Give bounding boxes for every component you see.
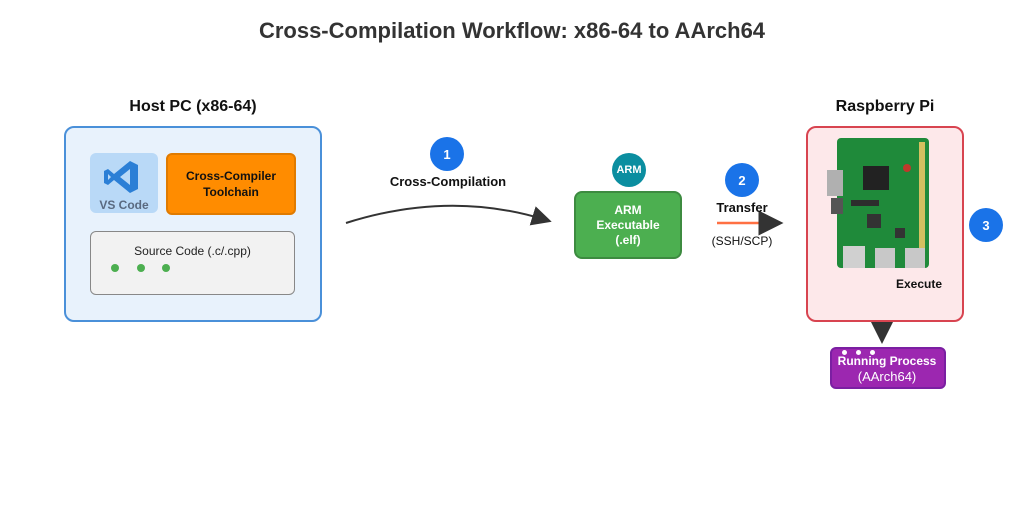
step-2-sublabel: (SSH/SCP)	[711, 234, 773, 248]
vscode-icon	[104, 161, 138, 193]
process-dot-3	[870, 350, 875, 355]
step-1-label: Cross-Compilation	[389, 174, 507, 189]
source-dot-2	[137, 264, 145, 272]
process-dot-1	[842, 350, 847, 355]
compiler-line1: Cross-Compiler	[185, 169, 277, 183]
running-process-subtitle: (AArch64)	[857, 369, 917, 384]
vscode-label: VS Code	[99, 198, 149, 212]
compiler-line2: Toolchain	[203, 185, 259, 199]
process-dot-2	[856, 350, 861, 355]
arm-line3: (.elf)	[615, 232, 641, 247]
pi-heading: Raspberry Pi	[835, 98, 935, 115]
arm-line2: Executable	[596, 217, 660, 232]
step-2-label: Transfer	[716, 200, 768, 215]
arm-badge: ARM	[612, 153, 646, 187]
vscode-tile	[90, 153, 158, 213]
running-process-box	[830, 347, 946, 389]
step-3-badge: 3	[969, 208, 1003, 242]
cross-compiler-toolchain: Cross-Compiler Toolchain	[166, 153, 296, 215]
source-dot-1	[111, 264, 119, 272]
execute-label: Execute	[896, 277, 943, 291]
step-2-badge: 2	[725, 163, 759, 197]
host-heading: Host PC (x86-64)	[129, 98, 257, 115]
source-code-label: Source Code (.c/.cpp)	[134, 244, 251, 258]
running-process-title: Running Process	[837, 354, 937, 368]
diagram-title: Cross-Compilation Workflow: x86-64 to AA…	[258, 18, 766, 43]
source-code-box	[90, 231, 295, 295]
step-1-badge: 1	[430, 137, 464, 171]
source-dot-3	[162, 264, 170, 272]
arm-line1: ARM	[614, 202, 642, 217]
cross-compilation-arrow	[345, 204, 552, 226]
raspberry-pi-board-icon	[827, 138, 929, 268]
arm-executable-box: ARM Executable (.elf)	[574, 191, 682, 259]
